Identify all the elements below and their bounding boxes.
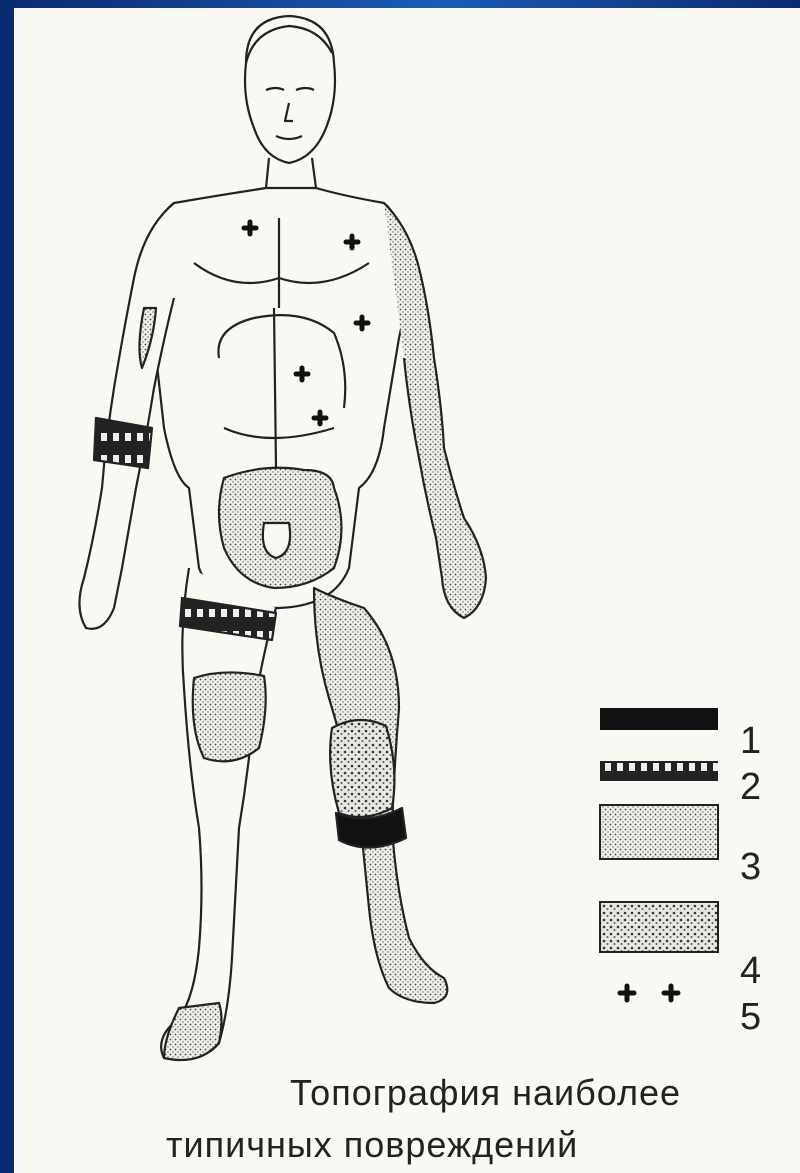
right-leg-outline xyxy=(161,568,276,1059)
legend-label-2: 2 xyxy=(740,768,761,806)
left-arm-outline xyxy=(384,203,486,618)
forearm-band xyxy=(94,418,152,468)
legend xyxy=(600,708,718,1000)
right-arm-outline xyxy=(79,203,174,629)
human-figure xyxy=(79,16,486,1060)
legend-label-5: 5 xyxy=(740,998,761,1036)
legend-swatch-2 xyxy=(600,761,718,781)
legend-label-3: 3 xyxy=(740,848,761,886)
injury-topography-diagram xyxy=(14,8,800,1173)
legend-label-4: 4 xyxy=(740,952,761,990)
legend-swatch-4 xyxy=(600,902,718,952)
legend-label-1: 1 xyxy=(740,722,761,760)
legend-swatch-3 xyxy=(600,805,718,859)
illustration-paper: 1 2 3 4 5 Топография наиболее типичных п… xyxy=(14,8,800,1173)
knee-region xyxy=(330,720,394,817)
legend-swatch-5 xyxy=(620,986,678,1000)
legend-swatch-1 xyxy=(600,708,718,730)
caption-line-1: Топография наиболее xyxy=(290,1072,681,1114)
caption-line-2: типичных повреждений xyxy=(166,1124,578,1166)
